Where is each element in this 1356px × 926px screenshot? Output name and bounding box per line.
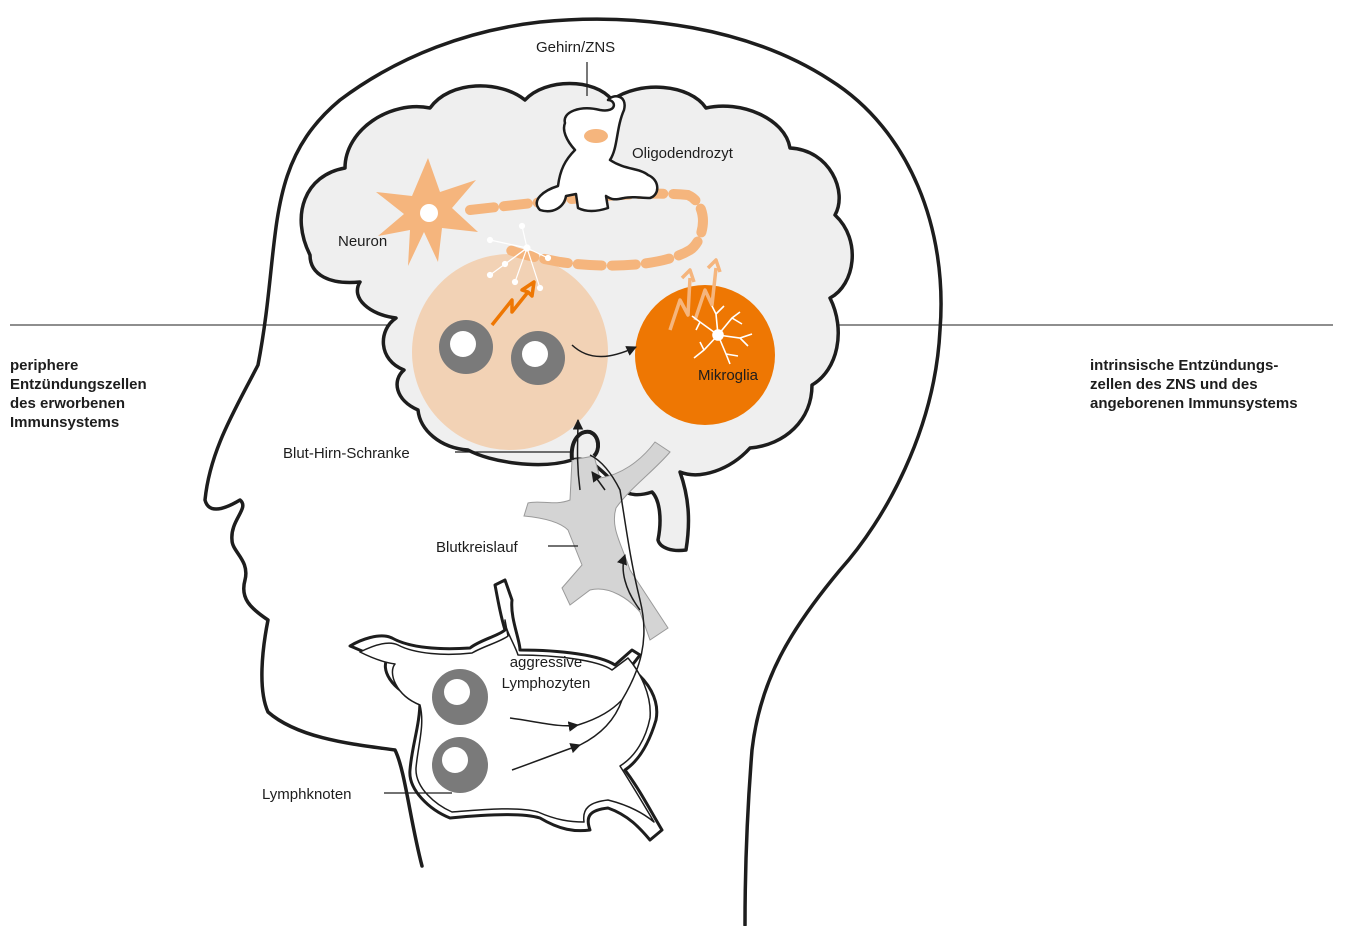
label-aggressive: aggressive (510, 654, 583, 671)
lymphocyte-cell (511, 331, 565, 385)
label-brain: Gehirn/ZNS (536, 39, 615, 56)
label-oligodendrocyte: Oligodendrozyt (632, 145, 734, 162)
label-lymphocytes: Lymphozyten (502, 675, 591, 692)
label-circulation: Blutkreislauf (436, 539, 519, 556)
neuron-nucleus (420, 204, 438, 222)
blood-vessel (524, 442, 670, 640)
caption-peripheral-cells: periphere Entzündungszellen des erworben… (10, 356, 230, 432)
oligodendrocyte-nucleus (584, 129, 608, 143)
label-lymph-node: Lymphknoten (262, 786, 352, 803)
lymphocyte-cell (439, 320, 493, 374)
label-microglia: Mikroglia (698, 367, 759, 384)
label-blood-brain-barrier: Blut-Hirn-Schranke (283, 445, 410, 462)
microglia-zone (635, 285, 775, 425)
lymph-node-cell (432, 737, 488, 793)
lymph-node-cell (432, 669, 488, 725)
label-neuron: Neuron (338, 233, 387, 250)
caption-intrinsic-cells: intrinsische Entzündungs- zellen des ZNS… (1090, 356, 1352, 413)
